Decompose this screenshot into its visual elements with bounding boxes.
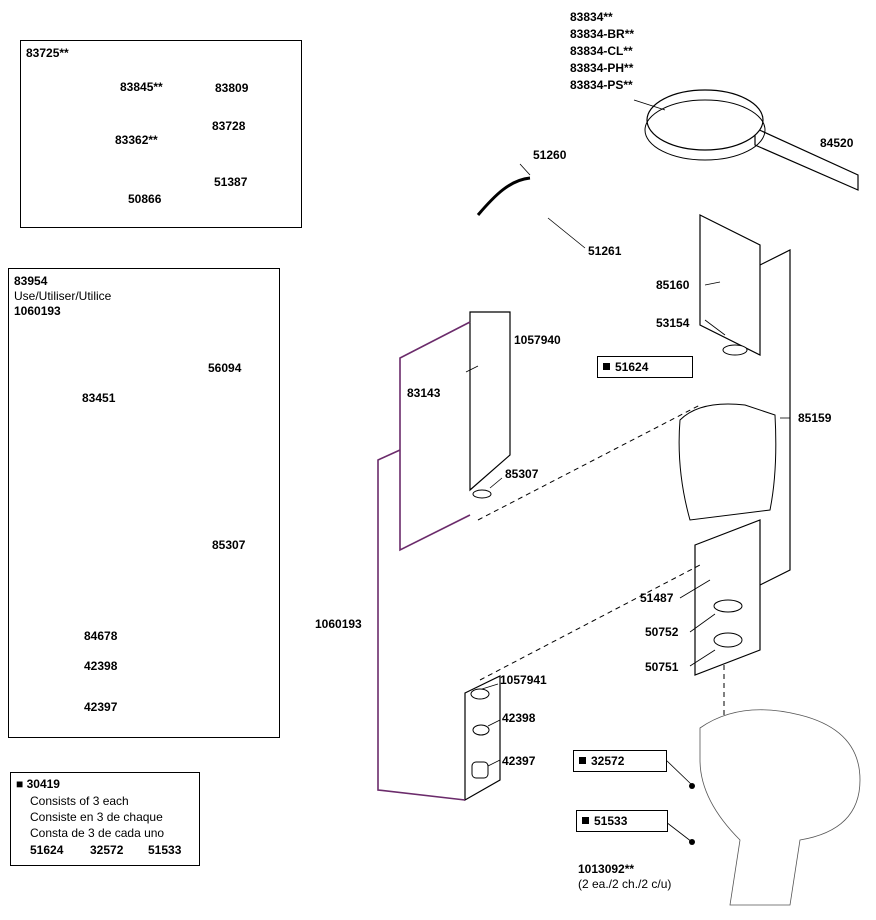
kit-30419-item: 51624	[30, 843, 64, 857]
clip-label: 51261	[588, 244, 622, 258]
callout-bolts: 51624	[597, 356, 693, 378]
nut-label: 42397	[502, 754, 536, 768]
kit-83725-title: 83725**	[26, 46, 69, 60]
part-label: 83362**	[115, 133, 158, 147]
callout-bowl-bolts: 32572	[573, 750, 667, 772]
gasket-label: 50751	[645, 660, 679, 674]
part-label: 85307	[212, 538, 246, 552]
kit-30419-code: 30419	[26, 777, 60, 791]
fill-valve-kit-label: 1057940	[514, 333, 561, 347]
nut-label: 42398	[502, 711, 536, 725]
kit-83954-use: Use/Utiliser/Utilice	[14, 289, 112, 303]
part-label: 51387	[214, 175, 248, 189]
lid-code: 83834-PS**	[570, 78, 633, 92]
spud-label: 51487	[640, 591, 674, 605]
kit-30419-desc-es: Consta de 3 de cada uno	[30, 826, 165, 840]
hose-label: 51260	[533, 148, 567, 162]
part-label: 42397	[84, 700, 118, 714]
fill-valve-washer-label: 85307	[505, 467, 539, 481]
lid-code: 83834**	[570, 10, 613, 24]
callout-washers: 51533	[576, 810, 668, 832]
part-label: 83451	[82, 391, 116, 405]
flush-valve-label: 85160	[656, 278, 690, 292]
fill-valve-assembly-label: 1060193	[315, 617, 362, 631]
part-label: 83728	[212, 119, 246, 133]
gasket-label: 53154	[656, 316, 690, 330]
part-label: 83809	[215, 81, 249, 95]
gasket-label: 50752	[645, 625, 679, 639]
hinge-label: 84520	[820, 136, 854, 150]
callout-bolts-label: 51624	[615, 360, 649, 374]
fill-valve-cap-label: 83143	[407, 386, 441, 400]
kit-83954-code: 83954	[14, 274, 48, 288]
kit-30419-panel	[10, 772, 200, 866]
kit-30419-desc-en: Consists of 3 each	[30, 794, 129, 808]
kit-83725-panel	[20, 40, 302, 228]
nut-kit-label: 1057941	[500, 673, 547, 687]
kit-30419-desc-fr: Consiste en 3 de chaque	[30, 810, 163, 824]
bowl-code: 1013092**	[578, 862, 635, 876]
tank-label: 85159	[798, 411, 832, 425]
bowl-note: (2 ea./2 ch./2 c/u)	[578, 877, 672, 891]
kit-83954-panel	[8, 268, 280, 738]
lid-code: 83834-CL**	[570, 44, 633, 58]
kit-30419-title: ■ 30419	[16, 777, 60, 791]
callout-bowl-bolts-label: 32572	[591, 754, 625, 768]
kit-30419-item: 32572	[90, 843, 124, 857]
part-label: 56094	[208, 361, 242, 375]
lid-code: 83834-PH**	[570, 61, 634, 75]
lid-code: 83834-BR**	[570, 27, 635, 41]
kit-83954-ref: 1060193	[14, 304, 61, 318]
part-label: 42398	[84, 659, 118, 673]
callout-washers-label: 51533	[594, 814, 628, 828]
kit-30419-item: 51533	[148, 843, 182, 857]
part-label: 84678	[84, 629, 118, 643]
part-label: 83845**	[120, 80, 163, 94]
part-label: 50866	[128, 192, 162, 206]
